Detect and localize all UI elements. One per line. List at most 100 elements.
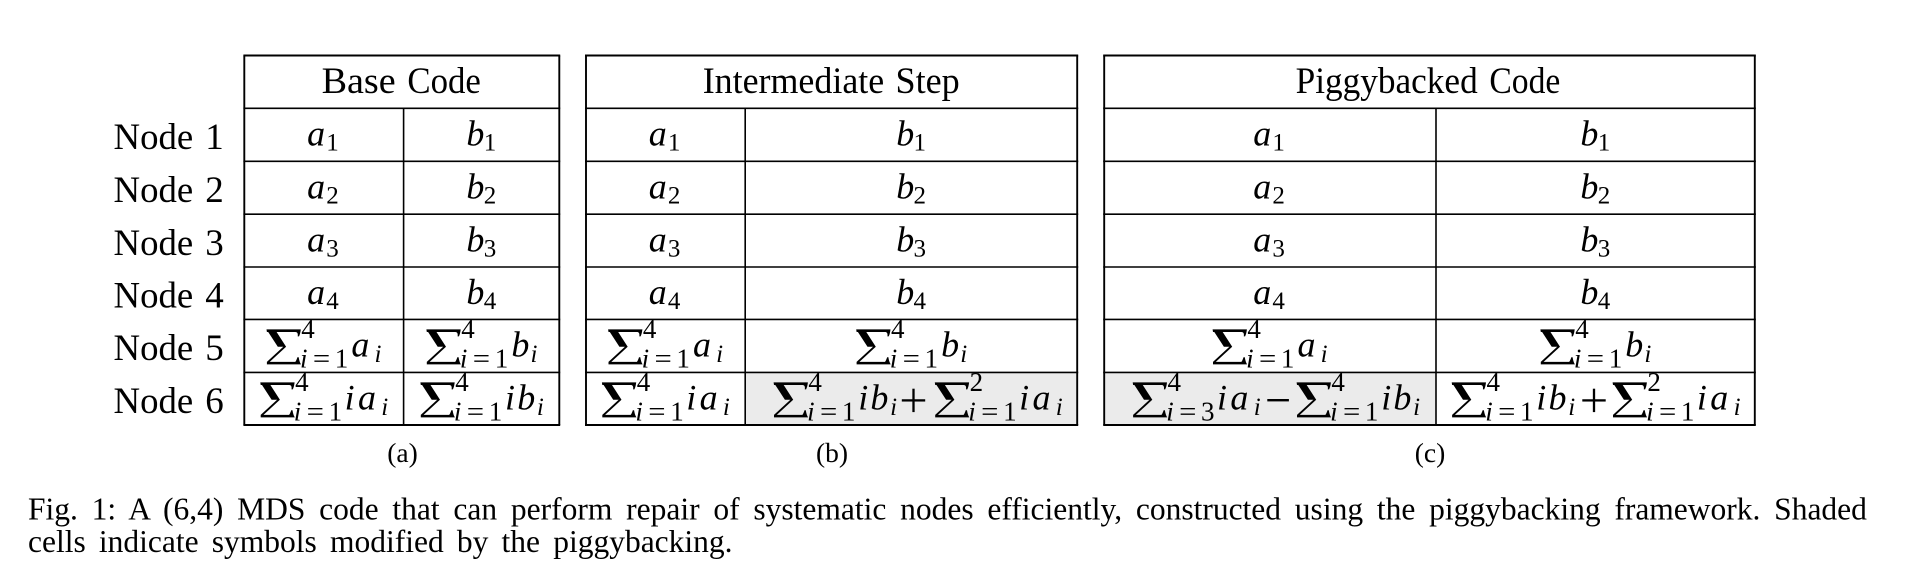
svg-text:=: = [473, 344, 490, 374]
svg-text:(c): (c) [1415, 437, 1446, 468]
svg-text:1: 1 [1609, 344, 1623, 374]
svg-text:b: b [1625, 325, 1643, 365]
svg-text:i: i [1246, 344, 1254, 374]
svg-text:b: b [466, 272, 484, 312]
svg-text:4: 4 [643, 314, 657, 344]
svg-text:i: i [858, 378, 868, 418]
svg-text:4: 4 [891, 314, 905, 344]
svg-text:b: b [896, 219, 914, 259]
svg-text:a: a [1230, 378, 1248, 418]
svg-text:3: 3 [326, 235, 339, 262]
svg-text:a: a [358, 378, 376, 418]
svg-text:b: b [1580, 167, 1598, 207]
svg-text:3: 3 [205, 223, 224, 264]
svg-text:i: i [1646, 397, 1654, 427]
svg-text:i: i [686, 378, 696, 418]
svg-text:i: i [345, 378, 355, 418]
svg-text:a: a [307, 272, 325, 312]
svg-text:=: = [903, 344, 920, 374]
svg-text:1: 1 [205, 117, 224, 158]
svg-text:i: i [1413, 394, 1420, 421]
svg-text:Node: Node [114, 223, 194, 264]
svg-text:i: i [1697, 378, 1707, 418]
svg-text:i: i [505, 378, 515, 418]
svg-text:=: = [1659, 397, 1676, 427]
svg-text:a: a [1253, 219, 1271, 259]
svg-text:i: i [1254, 394, 1261, 421]
svg-text:i: i [1568, 394, 1575, 421]
svg-text:b: b [1580, 272, 1598, 312]
svg-text:a: a [1033, 378, 1051, 418]
svg-text:4: 4 [205, 276, 224, 317]
svg-text:i: i [642, 344, 650, 374]
svg-text:=: = [467, 397, 484, 427]
svg-text:Step: Step [896, 61, 960, 102]
svg-text:i: i [960, 341, 967, 368]
svg-text:1: 1 [676, 344, 690, 374]
svg-text:1: 1 [1598, 130, 1611, 157]
svg-text:3: 3 [1598, 235, 1611, 262]
svg-text:a: a [649, 219, 667, 259]
svg-text:(b): (b) [816, 437, 848, 468]
svg-text:a: a [1298, 325, 1316, 365]
svg-text:2: 2 [668, 183, 681, 210]
svg-text:4: 4 [1168, 367, 1182, 397]
svg-text:a: a [351, 325, 369, 365]
svg-text:1: 1 [1272, 130, 1285, 157]
svg-text:3: 3 [668, 235, 681, 262]
svg-text:1: 1 [489, 397, 503, 427]
svg-text:2: 2 [914, 183, 927, 210]
svg-text:3: 3 [1201, 397, 1215, 427]
svg-text:Code: Code [1489, 61, 1560, 102]
svg-text:i: i [716, 341, 723, 368]
svg-text:=: = [313, 344, 330, 374]
svg-text:4: 4 [1331, 367, 1345, 397]
svg-text:4: 4 [914, 288, 927, 315]
svg-text:4: 4 [295, 367, 309, 397]
svg-text:Code: Code [407, 61, 481, 102]
svg-text:Node: Node [114, 170, 194, 211]
svg-text:i: i [294, 397, 302, 427]
svg-text:4: 4 [484, 288, 497, 315]
svg-text:1: 1 [1003, 397, 1017, 427]
svg-text:b: b [511, 325, 529, 365]
svg-text:1: 1 [335, 344, 349, 374]
svg-text:=: = [1343, 397, 1360, 427]
svg-text:b: b [466, 219, 484, 259]
svg-text:=: = [655, 344, 672, 374]
svg-text:4: 4 [808, 367, 822, 397]
svg-text:1: 1 [326, 130, 339, 157]
svg-text:1: 1 [1681, 397, 1695, 427]
svg-text:1: 1 [925, 344, 939, 374]
svg-text:=: = [820, 397, 837, 427]
svg-text:i: i [635, 397, 643, 427]
svg-text:2: 2 [1647, 367, 1661, 397]
svg-text:i: i [1321, 341, 1328, 368]
svg-text:1: 1 [495, 344, 509, 374]
svg-text:b: b [896, 272, 914, 312]
svg-text:3: 3 [1272, 235, 1285, 262]
svg-text:i: i [1574, 344, 1582, 374]
svg-text:2: 2 [326, 183, 339, 210]
svg-text:i: i [1644, 341, 1651, 368]
svg-text:=: = [1587, 344, 1604, 374]
svg-text:i: i [1019, 378, 1029, 418]
svg-text:i: i [1217, 378, 1227, 418]
svg-text:i: i [890, 394, 897, 421]
svg-text:a: a [649, 114, 667, 154]
svg-text:1: 1 [1520, 397, 1534, 427]
svg-text:4: 4 [1575, 314, 1589, 344]
svg-text:Intermediate: Intermediate [703, 61, 885, 102]
svg-text:1: 1 [668, 130, 681, 157]
svg-text:b: b [517, 378, 535, 418]
svg-text:4: 4 [461, 314, 475, 344]
svg-text:=: = [307, 397, 324, 427]
svg-text:=: = [1179, 397, 1196, 427]
svg-text:1: 1 [1281, 344, 1295, 374]
svg-text:a: a [649, 272, 667, 312]
svg-text:4: 4 [301, 314, 315, 344]
svg-text:i: i [890, 344, 898, 374]
svg-text:i: i [1485, 397, 1493, 427]
svg-text:4: 4 [455, 367, 469, 397]
svg-text:Piggybacked: Piggybacked [1296, 61, 1479, 102]
